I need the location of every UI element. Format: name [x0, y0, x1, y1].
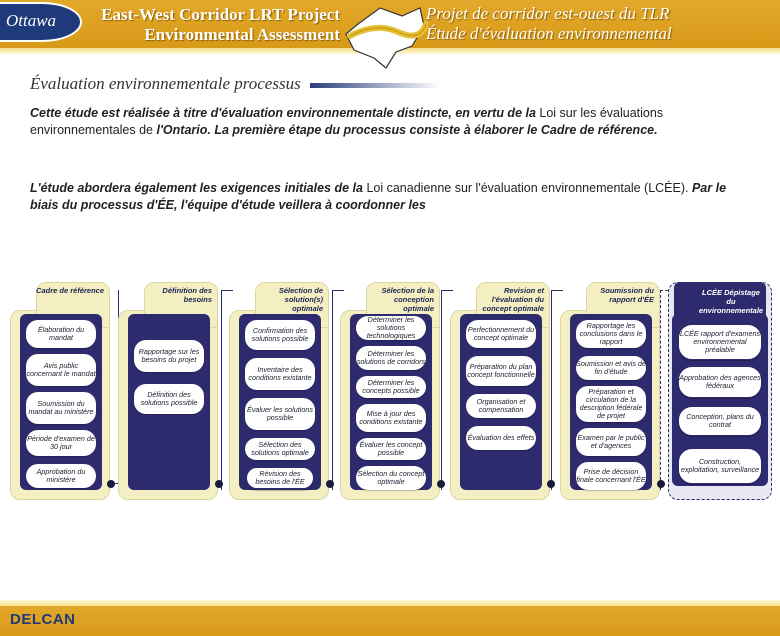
stage-5-connector-dot: [547, 480, 555, 488]
stage-cadre-de-reference[interactable]: Cadre de référence Élaboration du mandat…: [10, 270, 115, 500]
p2-part-a: L'étude abordera également les exigences…: [30, 181, 367, 195]
footer-stripe: [0, 600, 780, 606]
stage-4-connector-dot: [437, 480, 445, 488]
stage-1-item-5[interactable]: Approbation du ministère: [26, 464, 96, 488]
stage-4-item-3[interactable]: Déterminer les concepts possible: [356, 376, 426, 398]
corridor-map-icon: [345, 7, 428, 69]
stage-5-box: Perfectionnement du concept optimale Pré…: [460, 314, 542, 490]
stage-lcee-depistage[interactable]: LCÉE Dépistage du environnementale LCÉE …: [668, 270, 772, 500]
title-fr-line-1: Projet de corridor est-ouest du TLR: [426, 4, 670, 23]
stage-revision-evaluation[interactable]: Revision et l'évaluation du concept opti…: [450, 270, 555, 500]
title-en-line-1: East-West Corridor LRT Project: [101, 5, 340, 24]
stage-2-label: Définition des besoins: [162, 286, 212, 304]
stage-4-item-4[interactable]: Mise à jour des conditions existante: [356, 404, 426, 432]
stage-4-item-2[interactable]: Déterminer les solutions de corridors: [356, 346, 426, 370]
stage-2-box: Rapportage sur les besoins du projet Déf…: [128, 314, 210, 490]
stage-7-header: [674, 282, 766, 318]
section-title: Évaluation environnementale processus: [30, 74, 301, 93]
stage-6-item-4[interactable]: Examen par le public et d'agences: [576, 428, 646, 456]
stage-6-box: Rapportage les conclusions dans le rappo…: [570, 314, 652, 490]
intro-paragraph-2: L'étude abordera également les exigences…: [30, 180, 730, 214]
stage-4-item-6[interactable]: Sélection du concept optimale: [356, 466, 426, 490]
stage-1-box: Élaboration du mandat Avis public concer…: [20, 314, 102, 490]
stage-4-item-5[interactable]: Évaluer les concept possible: [356, 438, 426, 460]
stage-1-item-1[interactable]: Élaboration du mandat: [26, 320, 96, 348]
stage-selection-conception[interactable]: Sélection de la conception optimale Déte…: [340, 270, 445, 500]
p1-part-b: Loi sur les évaluations environnementale…: [30, 106, 664, 137]
stage-1-item-3[interactable]: Soumission du mandat au ministère: [26, 392, 96, 424]
stage-3-item-5[interactable]: Révision des besoins de l'ÉE: [245, 466, 315, 490]
p1-part-c: l'Ontario. La première étape du processu…: [156, 123, 658, 137]
stage-3-item-2[interactable]: Inventaire des conditions existante: [245, 358, 315, 390]
process-diagram: Cadre de référence Élaboration du mandat…: [0, 270, 780, 510]
stage-7-label: LCÉE Dépistage du environnementale: [698, 288, 764, 315]
stage-7-item-1[interactable]: LCÉE rapport d'examens environnemental p…: [678, 324, 762, 360]
stage-6-connector-dot: [657, 480, 665, 488]
intro-paragraph-1: Cette étude est réalisée à titre d'évalu…: [30, 105, 730, 139]
logo-oval: [0, 2, 82, 42]
stage-5-label: Revision et l'évaluation du concept opti…: [482, 286, 544, 313]
stage-5-item-1[interactable]: Perfectionnement du concept optimale: [466, 320, 536, 348]
logo-text: Ottawa: [6, 11, 57, 30]
connector-2: [221, 290, 233, 490]
stage-6-item-5[interactable]: Prise de décision finale concernant l'ÉE: [576, 462, 646, 490]
stage-7-item-4[interactable]: Construction, exploitation, surveillance: [678, 448, 762, 484]
stage-7-item-2[interactable]: Approbation des agences fédéraux: [678, 366, 762, 398]
stage-4-label: Sélection de la conception optimale: [381, 286, 434, 313]
stage-1-label: Cadre de référence: [36, 286, 104, 295]
stage-6-item-1[interactable]: Rapportage les conclusions dans le rappo…: [576, 320, 646, 348]
stage-2-item-1[interactable]: Rapportage sur les besoins du projet: [134, 340, 204, 372]
title-fr-line-2: Étude d'évaluation environnemental: [426, 24, 672, 43]
ottawa-logo[interactable]: Ottawa: [0, 0, 84, 46]
stage-3-item-4[interactable]: Sélection des solutions optimale: [245, 438, 315, 460]
stage-4-box: Déterminer les solutions technologiques …: [350, 314, 432, 490]
p2-part-c: Par le biais du processus d'ÉE, l'équipe…: [30, 181, 727, 212]
stage-selection-solutions[interactable]: Sélection de solution(s) optimale Confir…: [229, 270, 334, 500]
stage-5-item-4[interactable]: Évaluation des effets: [466, 426, 536, 450]
stage-definition-des-besoins[interactable]: Définition des besoins Rapportage sur le…: [118, 270, 223, 500]
stage-4-item-1[interactable]: Déterminer les solutions technologiques: [356, 316, 426, 340]
stage-5-item-2[interactable]: Préparation du plan concept fonctionnell…: [466, 356, 536, 386]
delcan-logo[interactable]: DELCAN: [10, 611, 76, 628]
stage-7-box: LCÉE rapport d'examens environnemental p…: [672, 314, 768, 486]
stage-6-label: Soumission du rapport d'ÉE: [600, 286, 654, 304]
connector-5: [551, 290, 563, 490]
stage-1-item-4[interactable]: Période d'examen de 30 jour: [26, 430, 96, 456]
stage-3-item-1[interactable]: Confirmation des solutions possible: [245, 320, 315, 350]
stage-2-item-2[interactable]: Définition des solutions possible: [134, 384, 204, 414]
stage-3-item-3[interactable]: Évaluer les solutions possible: [245, 398, 315, 430]
connector-3: [332, 290, 344, 490]
stage-5-item-3[interactable]: Organisation et compensation: [466, 394, 536, 418]
stage-1-connector-dot: [107, 480, 115, 488]
p2-part-b: Loi canadienne sur l'évaluation environn…: [366, 181, 692, 195]
stage-3-box: Confirmation des solutions possible Inve…: [239, 314, 321, 490]
p1-part-a: Cette étude est réalisée à titre d'évalu…: [30, 106, 540, 120]
project-title-en: East-West Corridor LRT Project Environme…: [101, 5, 340, 45]
project-title-fr: Projet de corridor est-ouest du TLR Étud…: [426, 4, 672, 44]
stage-3-connector-dot: [326, 480, 334, 488]
stage-3-label: Sélection de solution(s) optimale: [278, 286, 323, 313]
title-underline-bar: [310, 83, 440, 88]
stage-soumission-rapport[interactable]: Soumission du rapport d'ÉE Rapportage le…: [560, 270, 665, 500]
title-en-line-2: Environmental Assessment: [144, 25, 340, 44]
stage-7-item-3[interactable]: Conception, plans du contrat: [678, 406, 762, 436]
footer-bar: [0, 606, 780, 636]
connector-4: [441, 290, 453, 490]
stage-6-item-2[interactable]: Soumission et avis de fin d'étude: [576, 356, 646, 380]
stage-2-connector-dot: [215, 480, 223, 488]
stage-1-item-2[interactable]: Avis public concernant le mandat: [26, 354, 96, 386]
stage-6-item-3[interactable]: Préparation et circulation de la descrip…: [576, 386, 646, 422]
